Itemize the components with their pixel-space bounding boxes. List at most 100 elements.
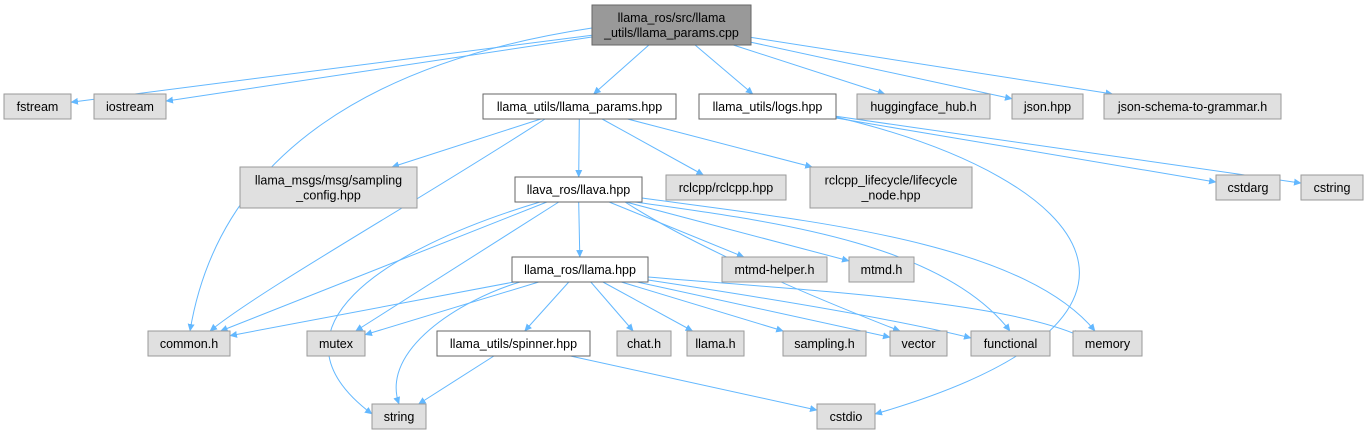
node-rclcpp: rclcpp/rclcpp.hpp bbox=[665, 174, 787, 201]
node-fstream: fstream bbox=[3, 93, 72, 120]
node-llama-h: llama.h bbox=[686, 330, 745, 357]
node-functional: functional bbox=[970, 330, 1051, 357]
edge-logs_hpp-to-cstdio bbox=[835, 116, 1080, 416]
node-label: _utils/llama_params.cpp bbox=[603, 26, 739, 40]
node-llava-hpp[interactable]: llava_ros/llava.hpp bbox=[514, 176, 643, 203]
node-label: chat.h bbox=[627, 337, 661, 351]
node-box bbox=[482, 93, 677, 120]
node-common: common.h bbox=[147, 330, 231, 357]
node-box bbox=[1300, 174, 1364, 201]
edge-llava_hpp-to-functional bbox=[634, 201, 1011, 332]
edge-llama_hpp-to-mutex bbox=[364, 281, 539, 337]
node-label: llama_msgs/msg/sampling bbox=[255, 174, 402, 188]
node-label: iostream bbox=[106, 100, 154, 114]
node-box bbox=[616, 330, 672, 357]
node-box bbox=[782, 330, 867, 357]
node-sampling-config: llama_msgs/msg/sampling_config.hpp bbox=[239, 166, 418, 209]
edge-logs_hpp-to-cstring bbox=[835, 115, 1302, 186]
node-box bbox=[371, 403, 427, 430]
node-mtmd: mtmd.h bbox=[848, 256, 915, 283]
edge-spinner-to-cstdio bbox=[570, 355, 818, 413]
edge-root-to-json bbox=[750, 41, 1013, 101]
node-box bbox=[1072, 330, 1143, 357]
node-jsg: json-schema-to-grammar.h bbox=[1103, 93, 1282, 120]
node-mutex: mutex bbox=[306, 330, 366, 357]
node-label: functional bbox=[984, 337, 1038, 351]
node-label: cstdio bbox=[830, 410, 863, 424]
edge-llava_hpp-to-mtmd_helper bbox=[608, 201, 745, 258]
edge-params_hpp-to-common bbox=[209, 118, 546, 332]
node-llama-hpp[interactable]: llama_ros/llama.hpp bbox=[511, 256, 649, 283]
node-label: llava_ros/llava.hpp bbox=[527, 183, 631, 197]
node-box bbox=[591, 4, 752, 46]
edge-llama_hpp-to-spinner bbox=[524, 281, 570, 332]
node-label: memory bbox=[1085, 337, 1131, 351]
node-label: llama_utils/spinner.hpp bbox=[450, 337, 577, 351]
edge-llava_hpp-to-llama_hpp bbox=[576, 201, 584, 258]
edge-llava_hpp-to-string bbox=[327, 201, 541, 415]
node-label: llama_ros/llama.hpp bbox=[524, 263, 636, 277]
node-box bbox=[665, 174, 787, 201]
node-json: json.hpp bbox=[1011, 93, 1084, 120]
edge-llama_hpp-to-common bbox=[229, 281, 515, 338]
edge-spinner-to-string bbox=[418, 355, 495, 405]
node-chat: chat.h bbox=[616, 330, 672, 357]
node-label: common.h bbox=[160, 337, 218, 351]
node-label: _node.hpp bbox=[860, 189, 920, 203]
edge-llama_hpp-to-vector bbox=[637, 281, 891, 340]
node-box bbox=[436, 330, 591, 357]
node-vector: vector bbox=[889, 330, 948, 357]
edge-root-to-common bbox=[187, 27, 593, 332]
edge-llama_hpp-to-sampling_h bbox=[621, 281, 784, 333]
node-root[interactable]: llama_ros/src/llama_utils/llama_params.c… bbox=[591, 4, 752, 46]
edge-params_hpp-to-sampling_config bbox=[391, 118, 541, 169]
node-box bbox=[306, 330, 366, 357]
node-label: mutex bbox=[319, 337, 354, 351]
node-label: huggingface_hub.h bbox=[870, 100, 976, 114]
node-logs-hpp[interactable]: llama_utils/logs.hpp bbox=[698, 93, 837, 120]
node-box bbox=[970, 330, 1051, 357]
node-label: sampling.h bbox=[794, 337, 854, 351]
node-label: _config.hpp bbox=[295, 189, 361, 203]
node-box bbox=[239, 166, 418, 209]
edge-logs_hpp-to-cstdarg bbox=[835, 117, 1217, 185]
node-label: string bbox=[384, 410, 415, 424]
edge-llama_hpp-to-chat bbox=[590, 281, 634, 332]
node-label: json.hpp bbox=[1023, 100, 1071, 114]
node-cstring: cstring bbox=[1300, 174, 1364, 201]
edge-llama_hpp-to-memory bbox=[647, 276, 1081, 337]
edge-root-to-fstream bbox=[70, 34, 593, 105]
node-label: rclcpp/rclcpp.hpp bbox=[679, 181, 774, 195]
node-box bbox=[511, 256, 649, 283]
edge-root-to-logs_hpp bbox=[694, 44, 754, 95]
edges-layer bbox=[70, 27, 1302, 416]
node-box bbox=[809, 166, 973, 209]
edge-root-to-jsg bbox=[750, 36, 1114, 97]
node-label: json-schema-to-grammar.h bbox=[1117, 100, 1267, 114]
node-label: vector bbox=[901, 337, 935, 351]
edge-llava_hpp-to-common bbox=[220, 201, 548, 332]
edge-params_hpp-to-llava_hpp bbox=[575, 118, 583, 178]
node-string: string bbox=[371, 403, 427, 430]
edge-llama_hpp-to-functional bbox=[647, 279, 972, 340]
node-box bbox=[3, 93, 72, 120]
edge-llama_hpp-to-llama_h bbox=[602, 281, 694, 332]
node-label: fstream bbox=[17, 100, 59, 114]
nodes-layer: llama_ros/src/llama_utils/llama_params.c… bbox=[3, 4, 1364, 430]
edge-root-to-iostream bbox=[165, 36, 593, 104]
node-box bbox=[1215, 174, 1281, 201]
node-label: mtmd.h bbox=[861, 263, 903, 277]
node-box bbox=[848, 256, 915, 283]
edge-llava_hpp-to-memory bbox=[641, 197, 1096, 332]
node-spinner[interactable]: llama_utils/spinner.hpp bbox=[436, 330, 591, 357]
node-box bbox=[816, 403, 876, 430]
node-hf-hub: huggingface_hub.h bbox=[856, 93, 991, 120]
node-cstdarg: cstdarg bbox=[1215, 174, 1281, 201]
node-lifecycle: rclcpp_lifecycle/lifecycle_node.hpp bbox=[809, 166, 973, 209]
node-box bbox=[514, 176, 643, 203]
node-params-hpp[interactable]: llama_utils/llama_params.hpp bbox=[482, 93, 677, 120]
node-label: llama_utils/logs.hpp bbox=[713, 100, 823, 114]
node-box bbox=[721, 256, 828, 283]
node-box bbox=[147, 330, 231, 357]
